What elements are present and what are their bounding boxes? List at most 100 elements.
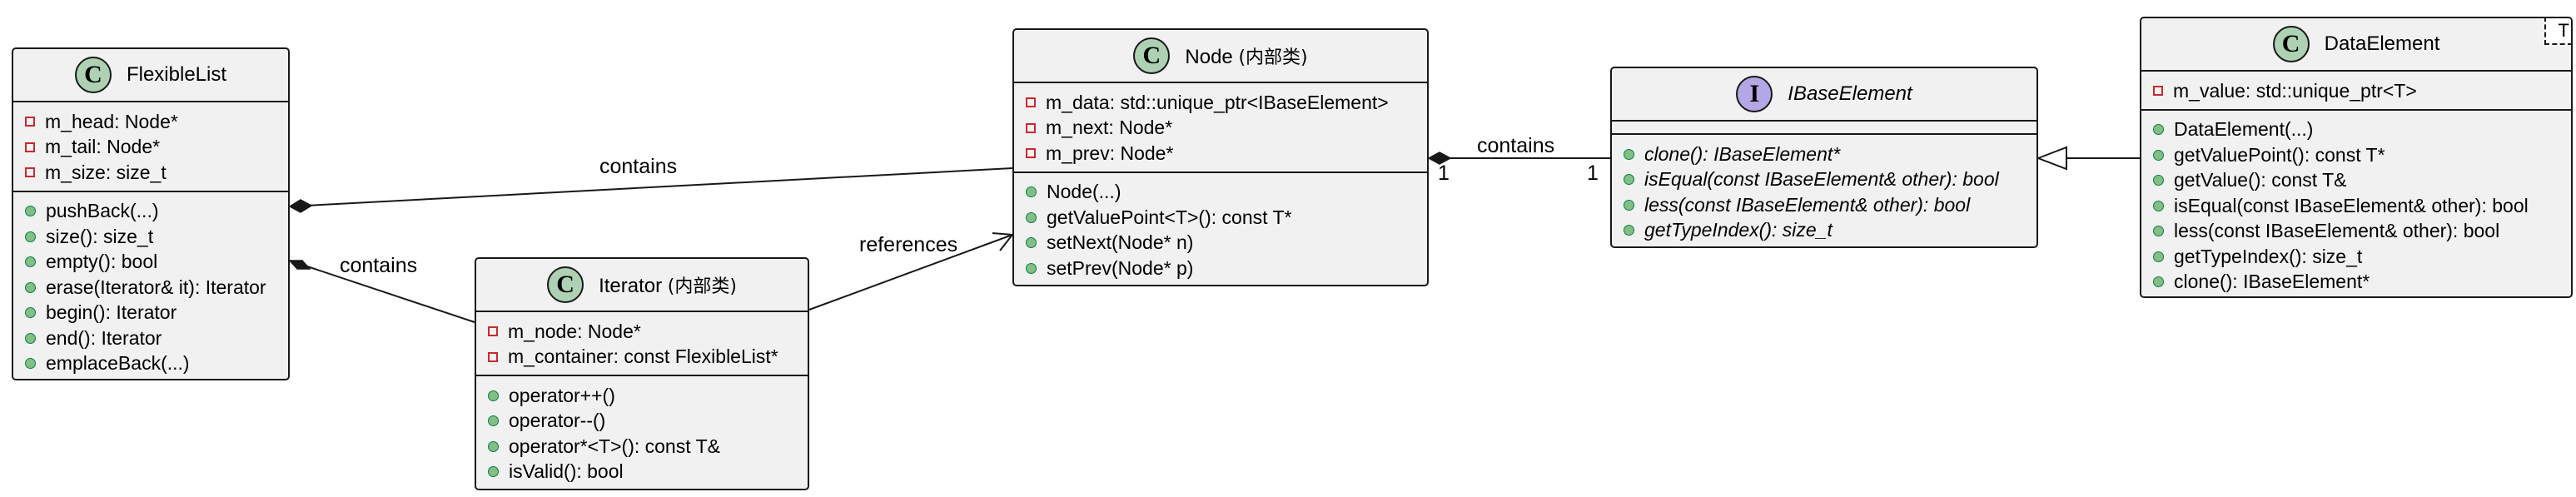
private-marker-icon	[25, 142, 35, 152]
field-row: m_node: Node*	[476, 319, 808, 345]
class-node: C Node (内部类) m_data: std::unique_ptr<IBa…	[1012, 28, 1429, 286]
public-marker-icon	[25, 231, 36, 242]
methods-section: pushBack(...) size(): size_t empty(): bo…	[13, 192, 288, 380]
composition-diamond-list-node	[288, 199, 313, 213]
method-row: clone(): IBaseElement*	[1612, 142, 2036, 167]
method-row: getValuePoint(): const T*	[2141, 142, 2571, 168]
method-row: isEqual(const IBaseElement& other): bool	[1612, 167, 2036, 193]
public-marker-icon	[2153, 251, 2164, 262]
public-marker-icon	[25, 256, 36, 268]
class-name: Iterator (内部类)	[599, 275, 737, 297]
method-row: getValue(): const T&	[2141, 168, 2571, 194]
field-row: m_tail: Node*	[13, 135, 288, 161]
method-row: getValuePoint<T>(): const T*	[1014, 205, 1427, 231]
method-row: setPrev(Node* p)	[1014, 256, 1427, 281]
private-marker-icon	[1026, 148, 1036, 159]
method-row: operator--()	[476, 409, 808, 435]
template-parameter: T	[2544, 18, 2571, 45]
method-row: Node(...)	[1014, 180, 1427, 206]
fields-section: m_head: Node* m_tail: Node* m_size: size…	[13, 102, 288, 192]
class-header: C FlexibleList	[13, 49, 288, 102]
field-row: m_head: Node*	[13, 109, 288, 135]
field-row: m_prev: Node*	[1014, 141, 1427, 166]
class-badge-icon: C	[1133, 37, 1171, 74]
interface-header: I IBaseElement	[1612, 68, 2036, 122]
methods-section: clone(): IBaseElement* isEqual(const IBa…	[1612, 135, 2036, 246]
method-row: size(): size_t	[13, 224, 288, 250]
edge-label-list-iterator: contains	[340, 254, 417, 277]
public-marker-icon	[488, 390, 499, 401]
field-row: m_size: size_t	[13, 160, 288, 186]
class-flexiblelist: C FlexibleList m_head: Node* m_tail: Nod…	[12, 47, 290, 380]
class-iterator: C Iterator (内部类) m_node: Node* m_contain…	[475, 257, 809, 490]
public-marker-icon	[25, 281, 36, 293]
public-marker-icon	[1624, 148, 1634, 160]
class-note: (内部类)	[1238, 47, 1308, 68]
multiplicity-ibase-end: 1	[1587, 162, 1599, 185]
class-name: Node (内部类)	[1185, 46, 1308, 68]
method-row: erase(Iterator& it): Iterator	[13, 275, 288, 301]
public-marker-icon	[2153, 175, 2164, 186]
realization-triangle	[2036, 146, 2067, 171]
method-row: getTypeIndex(): size_t	[1612, 218, 2036, 244]
public-marker-icon	[25, 206, 36, 217]
class-name: DataElement	[2324, 32, 2440, 55]
public-marker-icon	[1624, 174, 1634, 186]
fields-section: m_value: std::unique_ptr<T>	[2141, 72, 2571, 111]
edge-list-node	[289, 167, 1013, 207]
method-row: isValid(): bool	[476, 460, 808, 485]
method-row: clone(): IBaseElement*	[2141, 270, 2571, 296]
fields-section	[1612, 122, 2036, 135]
method-row: getTypeIndex(): size_t	[2141, 244, 2571, 270]
class-header: C DataElement	[2141, 18, 2571, 72]
public-marker-icon	[488, 466, 499, 478]
class-name: FlexibleList	[126, 63, 227, 86]
composition-diamond-list-iterator	[288, 260, 311, 270]
method-row: setNext(Node* n)	[1014, 231, 1427, 256]
public-marker-icon	[1624, 199, 1634, 211]
interface-badge-icon: I	[1736, 76, 1773, 112]
composition-diamond-node-ibase	[1427, 152, 1452, 165]
public-marker-icon	[2153, 276, 2164, 288]
method-row: operator*<T>(): const T&	[476, 434, 808, 460]
public-marker-icon	[1624, 225, 1634, 236]
fields-section: m_node: Node* m_container: const Flexibl…	[476, 312, 808, 376]
class-header: C Node (内部类)	[1014, 30, 1427, 83]
class-dataelement: T C DataElement m_value: std::unique_ptr…	[2140, 17, 2573, 298]
fields-section: m_data: std::unique_ptr<IBaseElement> m_…	[1014, 83, 1427, 173]
field-row: m_container: const FlexibleList*	[476, 345, 808, 370]
public-marker-icon	[1026, 211, 1037, 223]
public-marker-icon	[2153, 124, 2164, 136]
public-marker-icon	[25, 358, 36, 370]
interface-ibaseelement: I IBaseElement clone(): IBaseElement* is…	[1610, 67, 2038, 248]
field-row: m_next: Node*	[1014, 116, 1427, 142]
class-note: (内部类)	[667, 276, 737, 297]
class-badge-icon: C	[547, 266, 584, 303]
private-marker-icon	[1026, 122, 1036, 133]
class-badge-icon: C	[74, 57, 112, 93]
method-row: isEqual(const IBaseElement& other): bool	[2141, 193, 2571, 219]
public-marker-icon	[488, 440, 499, 452]
public-marker-icon	[25, 332, 36, 344]
method-row: DataElement(...)	[2141, 117, 2571, 143]
method-row: begin(): Iterator	[13, 301, 288, 326]
method-row: end(): Iterator	[13, 326, 288, 351]
public-marker-icon	[25, 307, 36, 319]
public-marker-icon	[1026, 237, 1037, 249]
method-row: less(const IBaseElement& other): bool	[1612, 192, 2036, 218]
edge-list-iterator	[289, 260, 475, 323]
edge-label-list-node: contains	[599, 155, 677, 178]
class-header: C Iterator (内部类)	[476, 259, 808, 312]
field-row: m_data: std::unique_ptr<IBaseElement>	[1014, 90, 1427, 116]
class-badge-icon: C	[2272, 26, 2310, 62]
private-marker-icon	[25, 117, 35, 127]
public-marker-icon	[2153, 200, 2164, 211]
interface-name: IBaseElement	[1788, 82, 1912, 105]
public-marker-icon	[2153, 149, 2164, 161]
public-marker-icon	[1026, 262, 1037, 274]
private-marker-icon	[2153, 86, 2163, 97]
methods-section: operator++() operator--() operator*<T>()…	[476, 376, 808, 489]
public-marker-icon	[1026, 186, 1037, 198]
method-row: less(const IBaseElement& other): bool	[2141, 219, 2571, 245]
